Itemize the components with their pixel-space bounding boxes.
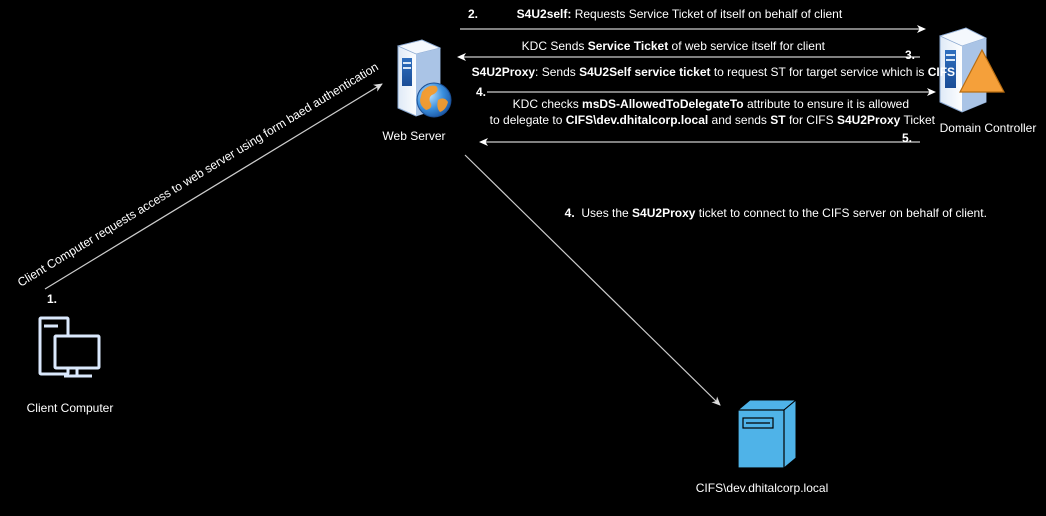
step-4b-number: 4. xyxy=(565,206,575,220)
step-5-l2-text-d: Ticket xyxy=(900,113,935,127)
step-4a-text-b: to request ST for target service which i… xyxy=(711,65,928,79)
cifs-server-icon[interactable] xyxy=(736,398,798,470)
step-5-l2-text-a: to delegate to xyxy=(490,113,566,127)
step-3-label: KDC Sends Service Ticket of web service … xyxy=(505,39,835,53)
step-2-number: 2. xyxy=(468,7,478,21)
step-3-bold-service-ticket: Service Ticket xyxy=(588,39,669,53)
step-4a-text-a: : Sends xyxy=(535,65,579,79)
arrow-webserver-to-cifs xyxy=(464,154,721,406)
step-4b-text-b: ticket to connect to the CIFS server on … xyxy=(695,206,986,220)
web-server-label: Web Server xyxy=(382,129,445,143)
client-computer-label: Client Computer xyxy=(27,401,114,415)
step-4a-bold-cifs: CIFS xyxy=(928,65,955,79)
step-5-l2-bold-st: ST xyxy=(770,113,786,127)
cifs-server-label: CIFS\dev.dhitalcorp.local xyxy=(696,481,829,495)
step-5-l2-text-c: for CIFS xyxy=(786,113,837,127)
step-4a-bold-ticket: S4U2Self service ticket xyxy=(579,65,710,79)
step-5-l2-bold-s4u2proxy: S4U2Proxy xyxy=(837,113,901,127)
step-5-line-1: KDC checks msDS-AllowedToDelegateTo attr… xyxy=(496,97,919,111)
domain-controller-icon[interactable] xyxy=(938,27,1005,113)
step-5-l1-text-a: KDC checks xyxy=(513,97,582,111)
step-2-text: Requests Service Ticket of itself on beh… xyxy=(571,7,842,21)
step-4b-label: 4. Uses the S4U2Proxy ticket to connect … xyxy=(548,206,997,220)
step-5-l1-text-b: attribute to ensure it is allowed xyxy=(744,97,909,111)
step-5-l1-bold-attr: msDS-AllowedToDelegateTo xyxy=(582,97,744,111)
step-2-bold-s4u2self: S4U2self: xyxy=(517,7,572,21)
client-computer-icon[interactable] xyxy=(38,316,101,378)
step-4a-number: 4. xyxy=(476,85,486,99)
web-server-icon[interactable] xyxy=(396,39,452,118)
arrow-client-to-webserver xyxy=(44,83,383,290)
step-5-l2-text-b: and sends xyxy=(708,113,770,127)
step-4a-label: S4U2Proxy: Sends S4U2Self service ticket… xyxy=(455,65,965,79)
step-5-l2-bold-cifs-host: CIFS\dev.dhitalcorp.local xyxy=(566,113,708,127)
step-4a-bold-s4u2proxy: S4U2Proxy xyxy=(472,65,536,79)
step-3-text-a: KDC Sends xyxy=(522,39,588,53)
step-5-line-2: to delegate to CIFS\dev.dhitalcorp.local… xyxy=(473,113,945,127)
step-4b-text-a: Uses the xyxy=(575,206,632,220)
step-3-number: 3. xyxy=(905,48,915,62)
domain-controller-label: Domain Controller xyxy=(940,121,1037,135)
step-5-number: 5. xyxy=(902,131,912,145)
step-1-text: Client Computer requests access to web s… xyxy=(15,60,381,290)
step-3-text-b: of web service itself for client xyxy=(668,39,825,53)
step-2-label: S4U2self: Requests Service Ticket of its… xyxy=(500,7,852,21)
step-1-number: 1. xyxy=(47,292,57,306)
step-4b-bold-s4u2proxy: S4U2Proxy xyxy=(632,206,696,220)
